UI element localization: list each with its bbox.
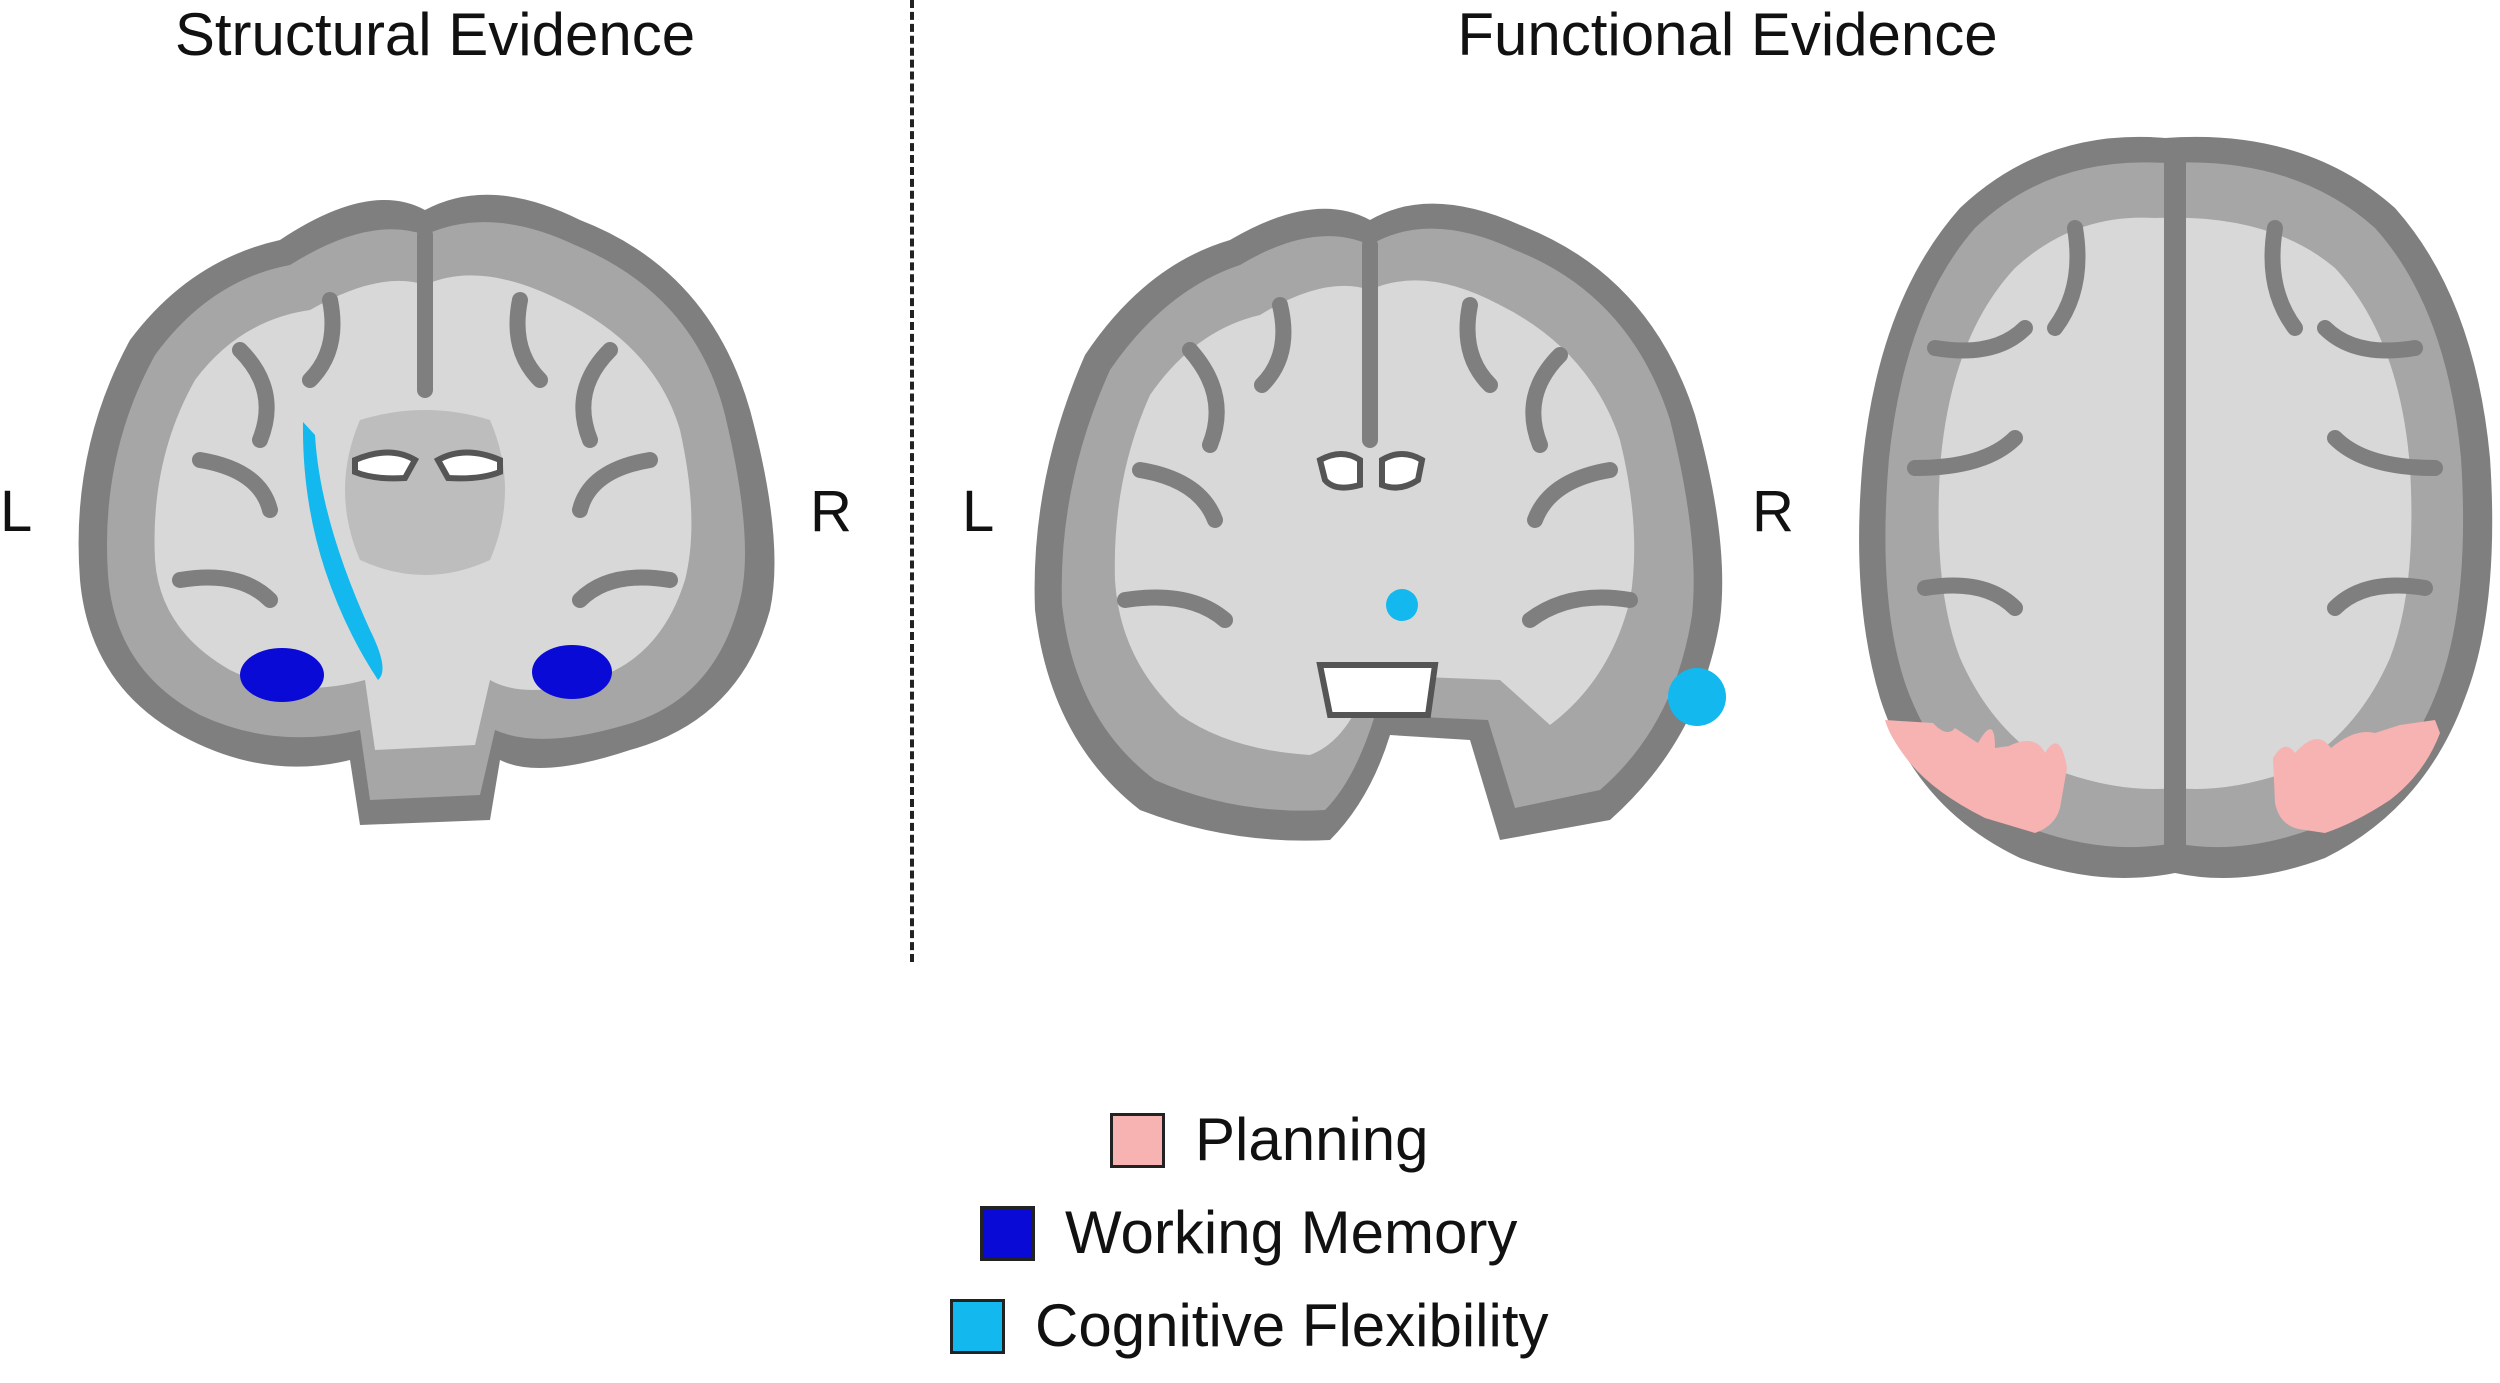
legend-swatch-working-memory [980, 1205, 1035, 1261]
legend-swatch-planning [1110, 1112, 1165, 1168]
left-parietal-planning-region [1885, 720, 2067, 833]
uncinate-fasciculus-tract [302, 422, 383, 680]
legend-label-planning: Planning [1195, 1106, 1429, 1173]
lateral-ventricles [1316, 451, 1426, 491]
legend-item-cognitive-flexibility: Cognitive Flexibility [950, 1294, 1549, 1358]
sulcal-folds [1117, 237, 1638, 628]
structural-coronal-brain-slice [78, 194, 775, 825]
legend-item-planning: Planning [1110, 1108, 1429, 1172]
third-ventricle-cavity [1316, 662, 1439, 718]
legend-label-cognitive-flexibility: Cognitive Flexibility [1035, 1292, 1549, 1359]
sulcal-folds [172, 227, 678, 608]
right-hemisphere-label-structural: R [810, 479, 852, 544]
lateral-ventricles [352, 449, 503, 482]
left-hemisphere-label-structural: L [0, 479, 33, 544]
structural-evidence-title: Structural Evidence [174, 1, 696, 68]
left-hippocampus [240, 648, 324, 702]
ventral-striatum-activation [1386, 589, 1418, 621]
right-hemisphere-label-functional: R [1752, 479, 1794, 544]
functional-axial-brain-slice [1859, 136, 2493, 878]
legend-item-working-memory: Working Memory [980, 1201, 1517, 1265]
deep-gray-nuclei [345, 410, 505, 575]
right-parietal-planning-region [2273, 720, 2440, 833]
right-hippocampus [532, 645, 612, 699]
left-hemisphere-label-functional: L [962, 479, 995, 544]
functional-coronal-brain-slice [1034, 203, 1726, 841]
legend-label-working-memory: Working Memory [1065, 1199, 1518, 1266]
legend: Planning Working Memory Cognitive Flexib… [950, 1108, 1650, 1358]
sulcal-folds [1907, 220, 2443, 616]
functional-evidence-title: Functional Evidence [1457, 1, 1998, 68]
legend-swatch-cognitive-flexibility [950, 1298, 1005, 1354]
white-matter-core [1114, 280, 1635, 755]
panel-divider [910, 0, 914, 962]
right-temporal-activation [1668, 668, 1726, 726]
